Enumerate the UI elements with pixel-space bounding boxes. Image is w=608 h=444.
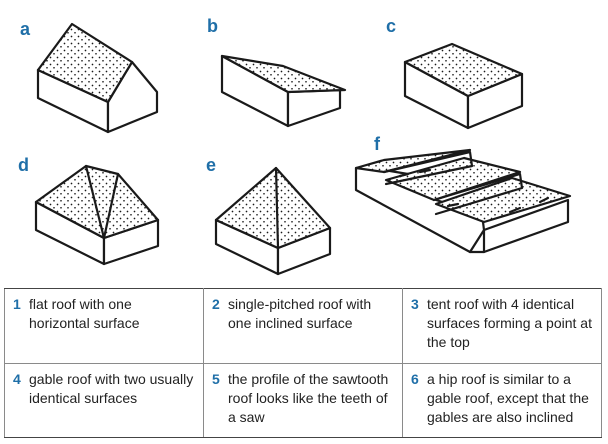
legend-number: 2	[212, 296, 220, 312]
roof-f-strip-3	[434, 176, 572, 224]
roof-b-face	[220, 54, 347, 94]
roof-f-strip-1	[354, 148, 472, 174]
legend-number: 5	[212, 370, 220, 387]
legend-text: flat roof with one horizontal surface	[29, 296, 140, 331]
label-d: d	[18, 155, 29, 175]
legend-number: 4	[13, 370, 21, 387]
label-f: f	[374, 134, 381, 154]
roof-drawings: a b c d e f	[18, 16, 572, 276]
legend-number: 1	[13, 296, 21, 312]
roof-e-face	[214, 166, 332, 250]
roof-f-sawtooth: f	[354, 134, 572, 254]
roof-c-flat: c	[386, 16, 524, 130]
roof-d-face	[34, 164, 160, 240]
label-a: a	[20, 19, 31, 39]
legend-row: 4 gable roof with two usually identical …	[4, 362, 602, 438]
legend-cell-6: 6 a hip roof is similar to a gable roof,…	[402, 362, 602, 438]
roof-d-hip: d	[18, 155, 160, 266]
roof-a-face	[36, 22, 134, 104]
roof-b-single-pitched: b	[207, 16, 347, 128]
legend-table: 1 flat roof with one horizontal surface …	[4, 288, 602, 438]
legend-cell-3: 3 tent roof with 4 identical surfaces fo…	[402, 288, 602, 364]
label-e: e	[206, 155, 216, 175]
legend-number: 6	[411, 370, 419, 387]
legend-cell-4: 4 gable roof with two usually identical …	[4, 362, 204, 438]
roof-f-strip-2	[384, 156, 522, 202]
legend-text: the profile of the sawtooth roof looks l…	[228, 370, 389, 425]
roof-e-tent: e	[206, 155, 332, 276]
legend-text: a hip roof is similar to a gable roof, e…	[427, 370, 589, 425]
label-b: b	[207, 16, 218, 36]
legend-text: single-pitched roof with one inclined su…	[228, 296, 372, 331]
legend-text: gable roof with two usually identical su…	[29, 370, 194, 406]
legend-text: tent roof with 4 identical surfaces form…	[427, 296, 592, 350]
legend-number: 3	[411, 296, 419, 312]
legend-cell-5: 5 the profile of the sawtooth roof looks…	[203, 362, 403, 438]
label-c: c	[386, 16, 396, 36]
roof-types-figure: a b c d e f	[18, 16, 572, 276]
roof-c-face	[403, 42, 524, 98]
legend-cell-1: 1 flat roof with one horizontal surface	[4, 288, 204, 364]
legend-cell-2: 2 single-pitched roof with one inclined …	[203, 288, 403, 364]
legend-row: 1 flat roof with one horizontal surface …	[4, 288, 602, 364]
roof-a-gable: a	[20, 19, 159, 134]
